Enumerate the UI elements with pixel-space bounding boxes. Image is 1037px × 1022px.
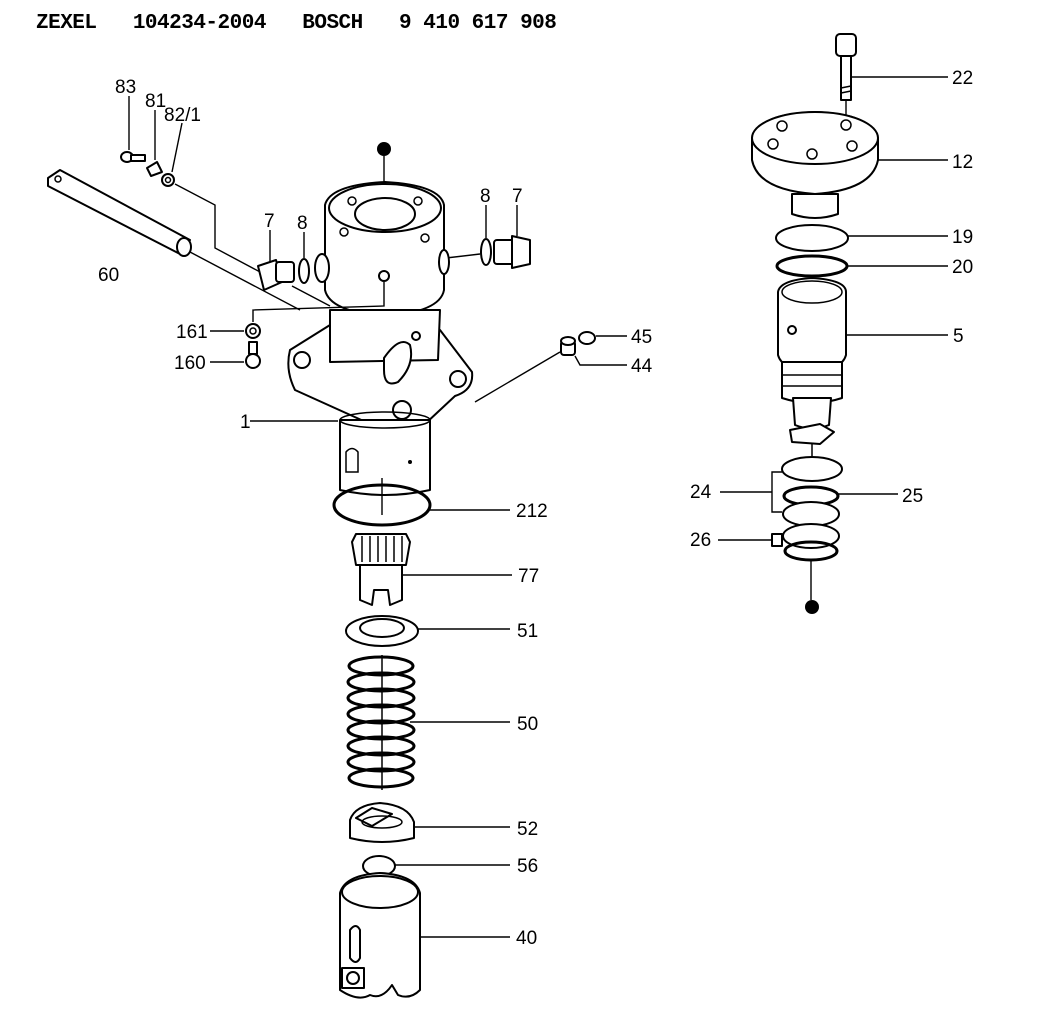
part-7-plug-right [493,235,531,269]
part-82-1-nut [161,173,175,187]
part-160-screw [245,341,261,369]
part-51-spring-seat [345,615,419,647]
part-8-washer-left [298,258,310,284]
label-22: 22 [952,68,973,89]
label-12: 12 [952,152,973,173]
part-12-flange [751,111,879,219]
label-81: 81 [145,91,166,112]
reference-dot-bottom [805,600,819,614]
label-8-right: 8 [480,186,491,207]
label-161: 161 [176,322,208,343]
label-56: 56 [517,856,538,877]
part-50-spring [346,655,416,790]
part-7-plug-left [257,259,295,291]
label-212: 212 [516,501,548,522]
label-26: 26 [690,530,711,551]
reference-dot-top [377,142,391,156]
label-82-1: 82/1 [164,105,201,126]
part-1-pump-housing [287,181,474,496]
label-24: 24 [690,482,712,503]
page-title: ZEXEL 104234-2004 BOSCH 9 410 617 908 [36,12,557,35]
part-19-ring [775,224,849,252]
label-60: 60 [98,265,119,286]
label-45: 45 [631,327,652,348]
part-161-plug [245,323,261,339]
part-212-o-ring [332,483,432,527]
part-81-clip [146,161,163,177]
label-7-right: 7 [512,186,523,207]
part-8-washer-right [480,238,492,266]
label-19: 19 [952,227,973,248]
label-7-left: 7 [264,211,275,232]
label-52: 52 [517,819,538,840]
part-44-nipple [560,336,576,356]
part-24-25-ring-set [781,456,843,527]
label-160: 160 [174,353,206,374]
part-60-rod [47,169,301,311]
label-51: 51 [517,621,538,642]
part-26-ring [782,523,840,562]
label-8-left: 8 [297,213,308,234]
label-44: 44 [631,356,653,377]
label-20: 20 [952,257,973,278]
part-22-bolt [835,33,857,101]
label-50: 50 [517,714,538,735]
part-20-o-ring [775,254,849,278]
part-45-washer [578,331,596,345]
part-5-delivery-valve [777,277,847,462]
part-40-roller-tappet [339,872,421,999]
label-77: 77 [518,566,539,587]
label-1: 1 [240,412,251,433]
part-83-screw [120,151,146,163]
label-25: 25 [902,486,923,507]
label-5: 5 [953,326,964,347]
part-77-control-sleeve [351,533,411,606]
label-83: 83 [115,77,136,98]
part-52-lower-spring-seat [349,802,415,843]
label-40: 40 [516,928,537,949]
